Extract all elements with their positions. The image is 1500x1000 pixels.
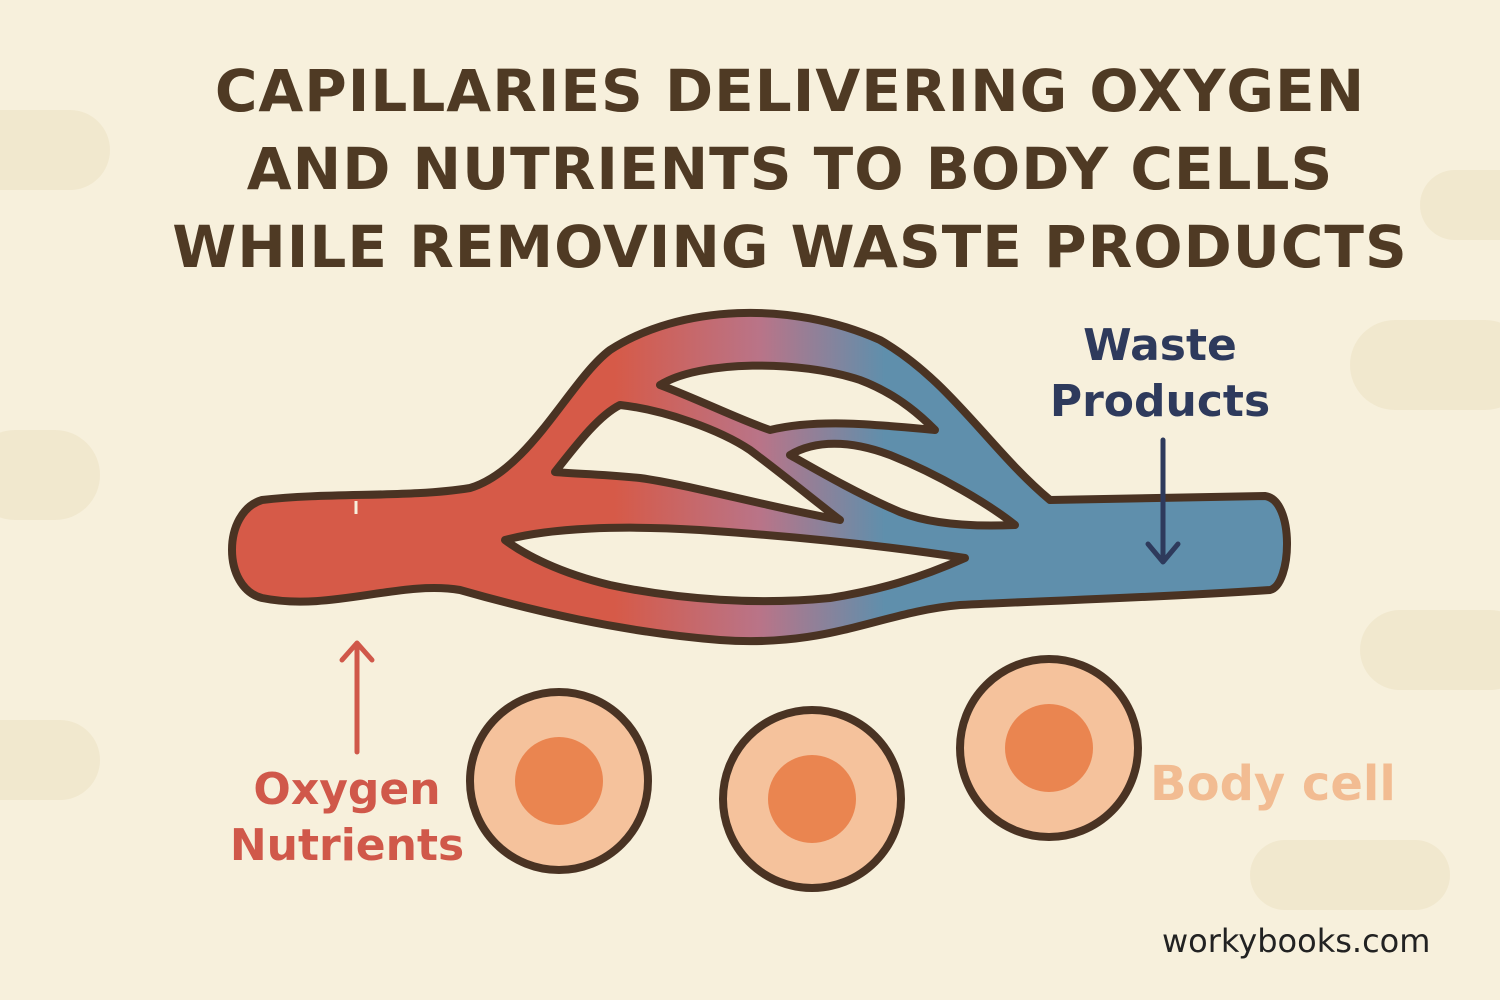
- background-blob: [0, 720, 100, 800]
- body-cell-label: Body cell: [1150, 756, 1396, 812]
- title-line: WHILE REMOVING WASTE PRODUCTS: [172, 213, 1408, 281]
- waste-arrow-head: [1145, 541, 1181, 565]
- background-blob: [0, 430, 100, 520]
- background-blob: [1360, 610, 1500, 690]
- oxygen-arrow-head: [339, 640, 375, 663]
- watermark: workybooks.com: [1162, 922, 1431, 960]
- background-blob: [0, 110, 110, 190]
- waste-label-line: Products: [1049, 376, 1271, 427]
- oxygen-nutrients-label: Oxygen Nutrients: [222, 762, 472, 874]
- oxygen-label-line: Oxygen: [253, 764, 441, 815]
- background-blob: [1350, 320, 1500, 410]
- background-blob: [1250, 840, 1450, 910]
- waste-label-line: Waste: [1083, 320, 1237, 371]
- title-line: CAPILLARIES DELIVERING OXYGEN: [214, 57, 1366, 125]
- body-cell: [956, 655, 1142, 841]
- background-blob: [1420, 170, 1500, 240]
- capillary-gap: [786, 439, 1019, 530]
- body-cell: [719, 706, 905, 892]
- body-cell: [466, 688, 652, 874]
- capillary-gap: [656, 361, 939, 434]
- page-title: CAPILLARIES DELIVERING OXYGEN AND NUTRIE…: [150, 52, 1430, 286]
- capillary-gap: [501, 523, 969, 606]
- waste-products-label: Waste Products: [1030, 318, 1290, 430]
- capillary-gap: [551, 401, 844, 524]
- oxygen-label-line: Nutrients: [229, 820, 465, 871]
- title-line: AND NUTRIENTS TO BODY CELLS: [246, 135, 1334, 203]
